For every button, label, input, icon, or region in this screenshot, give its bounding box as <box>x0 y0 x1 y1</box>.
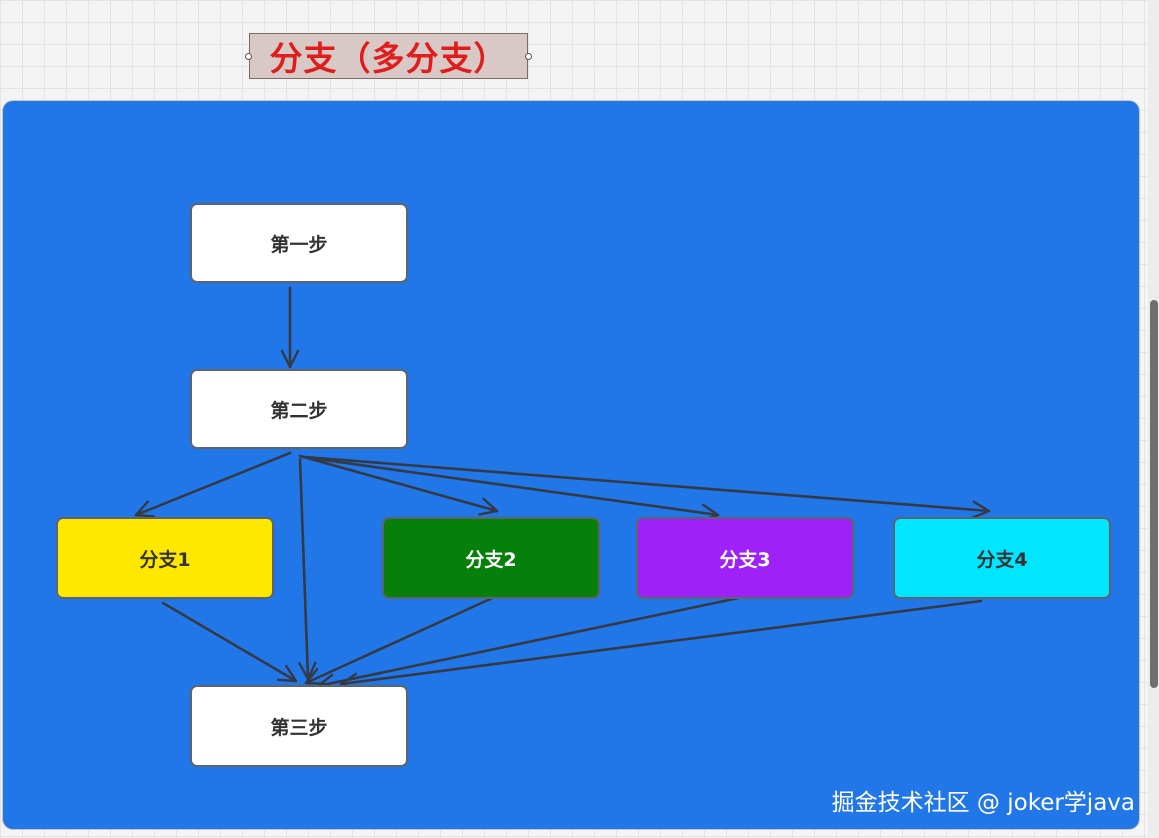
resize-handle-right[interactable] <box>525 53 532 60</box>
edges-layer <box>134 286 991 692</box>
node-label: 第三步 <box>270 716 328 739</box>
edge-step2-to-branch3[interactable] <box>301 455 720 522</box>
edge-step2-to-branch1[interactable] <box>134 451 292 518</box>
edge-branch2-to-step3[interactable] <box>304 593 501 685</box>
node-branch3[interactable]: 分支3 <box>636 517 854 599</box>
resize-handle-left[interactable] <box>245 53 252 60</box>
node-step1[interactable]: 第一步 <box>190 203 408 283</box>
node-step2[interactable]: 第二步 <box>190 369 408 449</box>
node-label: 分支3 <box>719 548 771 571</box>
node-branch1[interactable]: 分支1 <box>56 517 274 599</box>
node-step3[interactable]: 第三步 <box>190 685 408 767</box>
edge-branch1-to-step3[interactable] <box>161 601 298 683</box>
diagram-canvas[interactable]: 第一步第二步分支1 分支2 分支3 分支4 第三步 <box>3 101 1139 829</box>
edge-step2-to-step3[interactable] <box>298 457 317 681</box>
diagram-title[interactable]: 分支（多分支） <box>249 33 528 79</box>
node-branch4[interactable]: 分支4 <box>893 517 1111 599</box>
edge-step2-to-branch4[interactable] <box>303 455 991 519</box>
diagram-title-text: 分支（多分支） <box>269 39 508 78</box>
node-branch2[interactable]: 分支2 <box>382 517 600 599</box>
node-label: 第一步 <box>270 233 328 256</box>
edge-branch3-to-step3[interactable] <box>316 593 755 692</box>
node-label: 分支1 <box>139 548 191 571</box>
node-label: 第二步 <box>270 399 328 422</box>
edge-branch4-to-step3[interactable] <box>339 599 983 692</box>
watermark: 掘金技术社区 @ joker学java <box>831 790 1135 816</box>
node-label: 分支2 <box>465 548 517 571</box>
edge-step2-to-branch2[interactable] <box>298 454 499 516</box>
node-label: 分支4 <box>976 548 1028 571</box>
scrollbar-thumb[interactable] <box>1150 300 1158 688</box>
